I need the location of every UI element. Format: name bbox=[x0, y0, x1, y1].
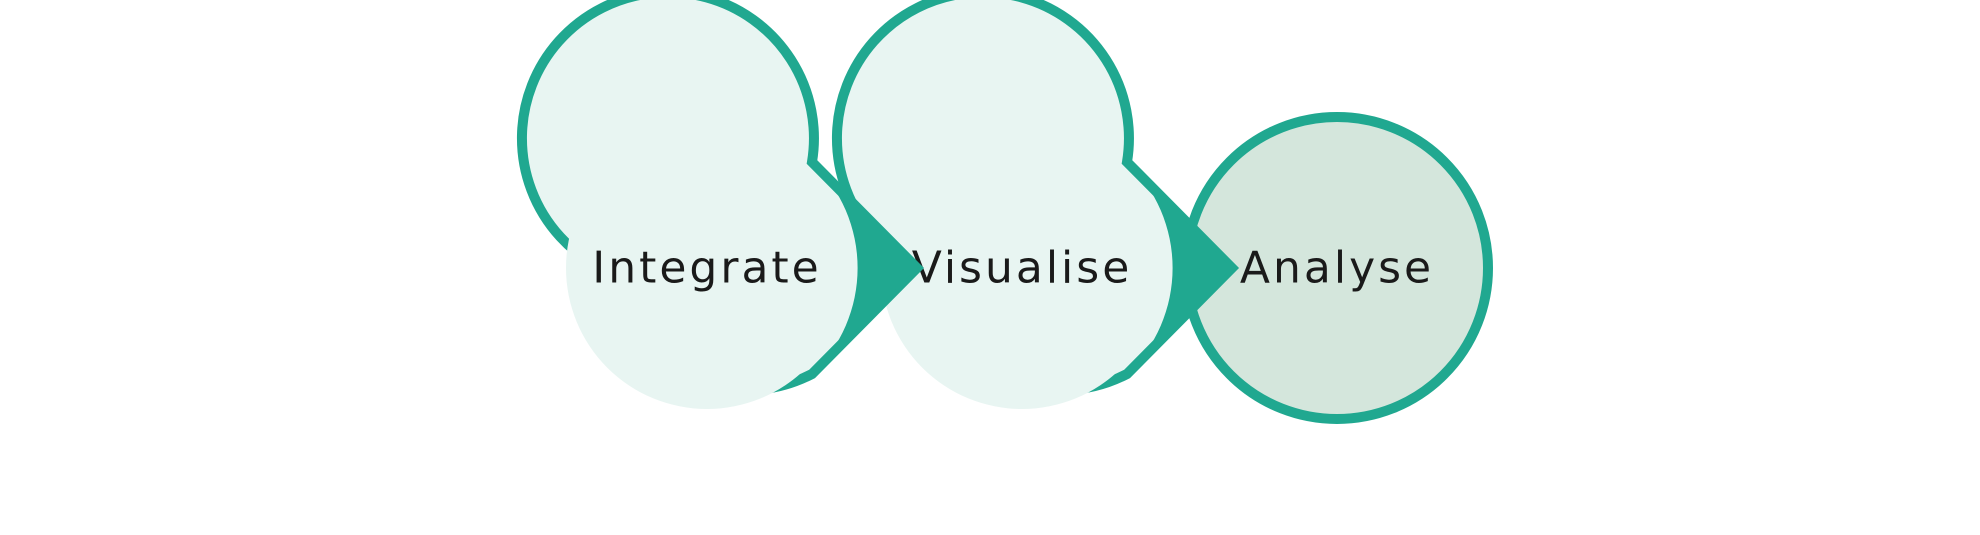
step-visualise-circle bbox=[881, 127, 1163, 409]
step-integrate: Integrate bbox=[516, 0, 925, 409]
step-integrate-label: Integrate bbox=[592, 243, 822, 294]
step-visualise-arrow-icon bbox=[1127, 162, 1232, 374]
step-analyse: Analyse bbox=[1181, 112, 1493, 424]
step-analyse-label: Analyse bbox=[1240, 243, 1434, 294]
step-integrate-arrow-icon bbox=[812, 162, 917, 374]
step-integrate-circle bbox=[566, 127, 848, 409]
step-visualise: Visualise bbox=[831, 0, 1240, 409]
step-visualise-label: Visualise bbox=[912, 243, 1133, 294]
